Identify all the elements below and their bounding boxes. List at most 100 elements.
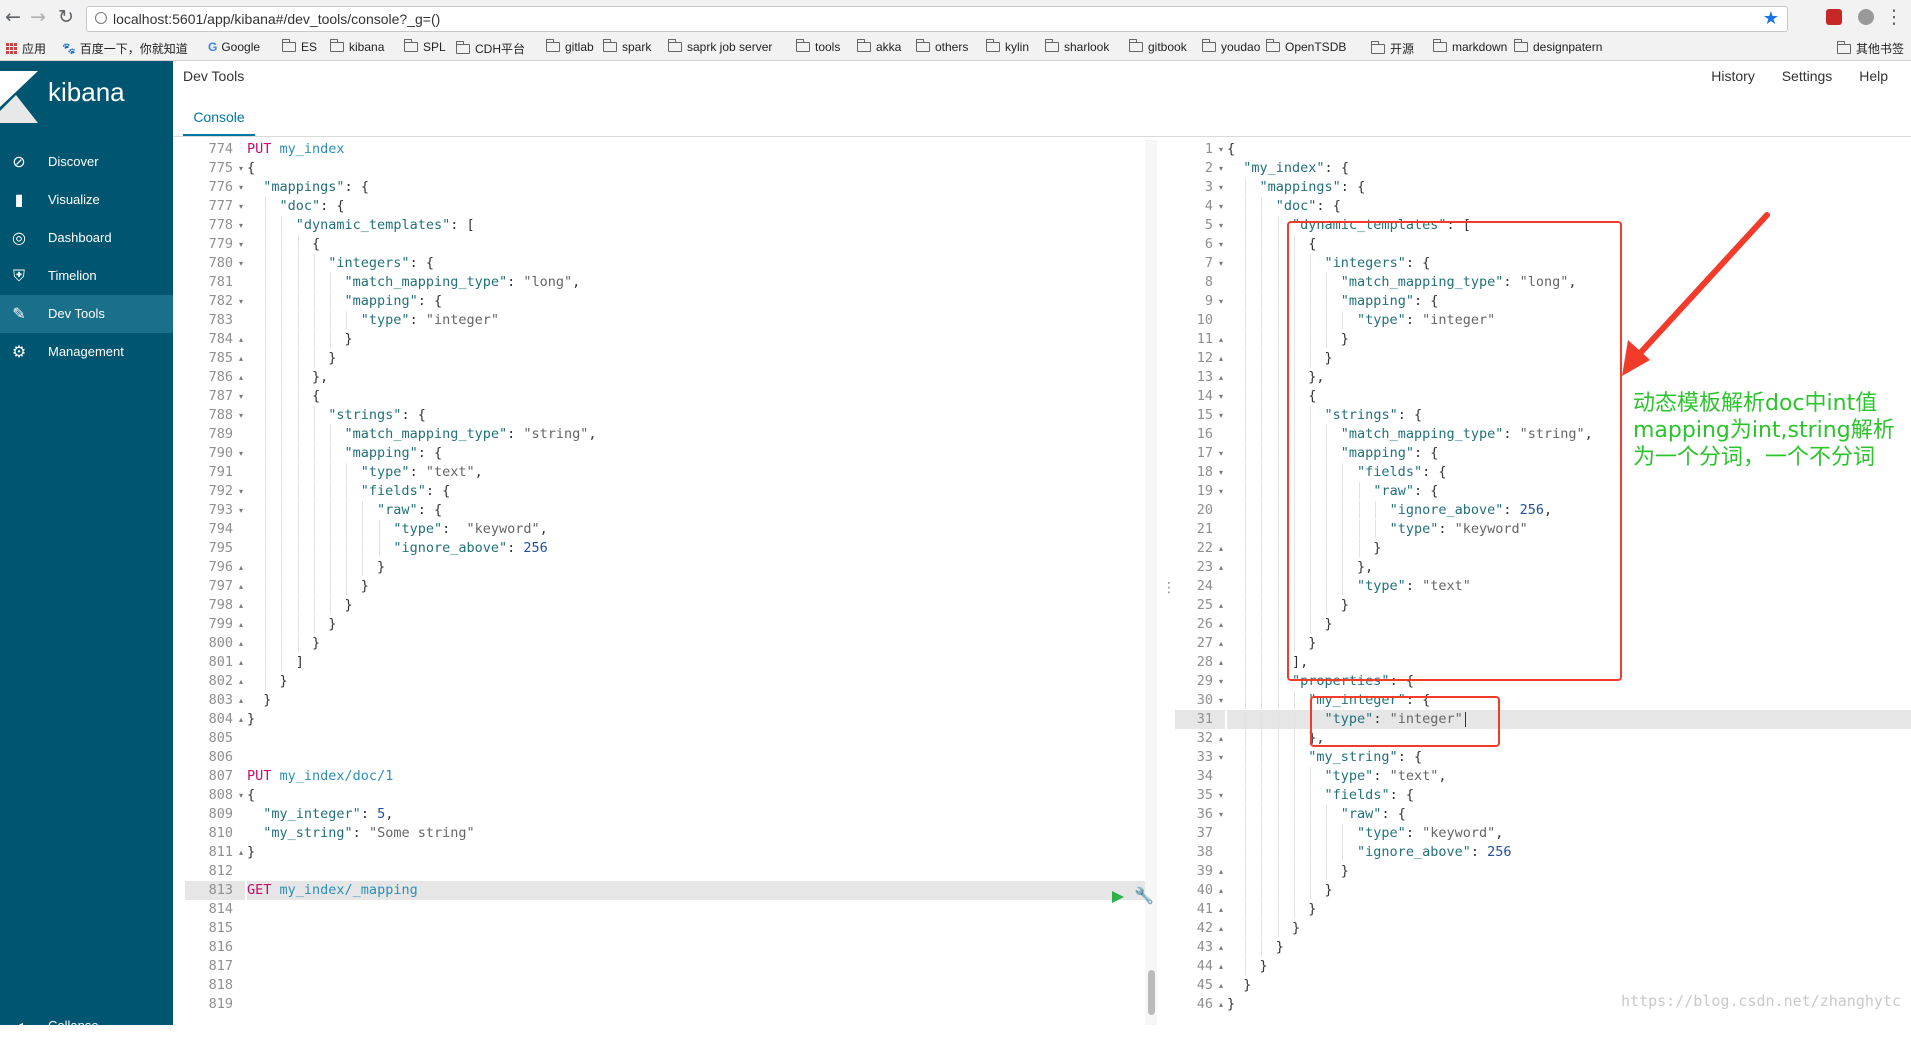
code-line[interactable]: "ignore_above": 256 [1227,843,1911,862]
send-request-icon[interactable] [1111,890,1125,904]
fold-toggle-icon[interactable]: ▴ [1218,658,1223,667]
code-line[interactable]: { [1227,387,1317,405]
fold-toggle-icon[interactable]: ▾ [1218,791,1223,800]
code-line[interactable]: } [247,615,337,633]
fold-toggle-icon[interactable]: ▴ [1218,943,1223,952]
code-line[interactable]: } [1227,919,1301,937]
code-line[interactable] [247,862,1145,881]
fold-toggle-icon[interactable]: ▾ [1218,183,1223,192]
code-line[interactable]: "my_string": "Some string" [263,825,475,841]
fold-toggle-icon[interactable]: ▴ [238,601,243,610]
code-line[interactable]: } [247,577,369,595]
code-line[interactable]: } [1227,996,1236,1012]
code-line[interactable]: PUT my_index [247,141,345,157]
fold-toggle-icon[interactable]: ▾ [1218,221,1223,230]
code-line[interactable]: } [247,558,386,576]
code-line[interactable]: "ignore_above": 256, [1227,501,1911,520]
other-bookmarks[interactable]: 其他书签 [1837,40,1904,57]
code-line[interactable]: "type": "text" [1227,577,1911,596]
fold-toggle-icon[interactable]: ▾ [1218,696,1223,705]
fold-toggle-icon[interactable]: ▴ [1218,354,1223,363]
code-line[interactable]: "my_string": { [1227,748,1911,767]
code-line[interactable]: PUT my_index/doc/1 [247,768,394,784]
code-line[interactable]: "type": "integer" [1227,710,1911,729]
bookmark-folder[interactable]: kibana [330,39,384,54]
fold-toggle-icon[interactable]: ▾ [238,221,243,230]
code-line[interactable]: "type": "text", [1227,767,1911,786]
editor-scrollbar[interactable] [1145,140,1157,1025]
code-line[interactable]: "ignore_above": 256 [247,539,1145,558]
bookmark-folder[interactable]: kylin [986,39,1029,54]
code-line[interactable] [247,957,1145,976]
bookmark-folder[interactable]: OpenTSDB [1266,39,1346,54]
code-line[interactable]: "type": "keyword", [1227,824,1911,843]
extension-icon[interactable] [1826,9,1842,25]
fold-toggle-icon[interactable]: ▾ [1218,753,1223,762]
address-bar[interactable]: localhost:5601/app/kibana#/dev_tools/con… [86,6,1788,32]
request-options-icon[interactable]: 🔧 [1134,886,1154,905]
code-line[interactable]: "doc": { [1227,197,1911,216]
bookmark-folder[interactable]: designpatern [1514,39,1602,54]
code-line[interactable]: } [1227,977,1252,993]
bookmark-folder[interactable]: gitbook [1129,39,1187,54]
fold-toggle-icon[interactable]: ▴ [1218,639,1223,648]
fold-toggle-icon[interactable]: ▴ [1218,620,1223,629]
fold-toggle-icon[interactable]: ▴ [1218,867,1223,876]
code-line[interactable]: } [247,692,272,708]
code-line[interactable]: "properties": { [1227,672,1911,691]
fold-toggle-icon[interactable]: ▾ [1218,145,1223,154]
code-line[interactable]: "doc": { [247,197,1145,216]
code-line[interactable]: "mapping": { [247,444,1145,463]
bookmark-folder[interactable]: 开源 [1371,40,1414,57]
fold-toggle-icon[interactable]: ▾ [1218,487,1223,496]
forward-icon[interactable]: → [30,6,46,28]
code-line[interactable] [247,729,1145,748]
code-line[interactable]: "type": "keyword" [1227,520,1911,539]
code-line[interactable] [247,938,1145,957]
code-line[interactable]: "fields": { [1227,786,1911,805]
fold-toggle-icon[interactable]: ▴ [1218,563,1223,572]
code-line[interactable]: } [1227,349,1333,367]
code-line[interactable]: "raw": { [1227,805,1911,824]
code-line[interactable]: "type": "keyword", [247,520,1145,539]
code-line[interactable]: { [1227,141,1236,157]
code-line[interactable] [247,976,1145,995]
code-line[interactable]: "match_mapping_type": "string", [247,425,1145,444]
fold-toggle-icon[interactable]: ▴ [238,658,243,667]
tab-console[interactable]: Console [183,104,255,136]
code-line[interactable] [247,900,1145,919]
code-line[interactable]: } [1227,957,1268,975]
code-line[interactable]: "type": "text", [247,463,1145,482]
help-link[interactable]: Help [1859,68,1888,84]
code-line[interactable]: "strings": { [247,406,1145,425]
bookmark-apps[interactable]: 应用 [6,40,46,57]
fold-toggle-icon[interactable]: ▴ [238,848,243,857]
sidebar-item-dev-tools[interactable]: ✎Dev Tools [0,295,173,333]
sidebar-item-visualize[interactable]: ▮Visualize [0,181,173,219]
code-line[interactable]: "mappings": { [1227,178,1911,197]
code-line[interactable]: "mappings": { [263,179,369,195]
fold-toggle-icon[interactable]: ▾ [1218,411,1223,420]
code-line[interactable]: } [247,634,321,652]
code-line[interactable]: "my_integer": 5, [263,806,394,822]
code-line[interactable]: "type": "integer" [1227,311,1911,330]
history-link[interactable]: History [1711,68,1755,84]
fold-toggle-icon[interactable]: ▾ [238,506,243,515]
code-line[interactable]: { [247,160,256,176]
code-line[interactable]: "mapping": { [1227,292,1911,311]
code-line[interactable]: } [247,349,337,367]
fold-toggle-icon[interactable]: ▴ [238,715,243,724]
bookmark-folder[interactable]: spark [603,39,651,54]
code-line[interactable]: "my_index": { [1243,160,1349,176]
code-line[interactable]: "match_mapping_type": "long", [247,273,1145,292]
url-text[interactable]: localhost:5601/app/kibana#/dev_tools/con… [113,11,441,27]
info-icon[interactable] [95,12,107,24]
sidebar-item-dashboard[interactable]: ◎Dashboard [0,219,173,257]
fold-toggle-icon[interactable]: ▾ [1218,677,1223,686]
code-line[interactable]: { [247,387,321,405]
code-line[interactable]: } [1227,330,1349,348]
code-line[interactable]: GET my_index/_mapping [247,881,1145,900]
bookmark-folder[interactable]: gitlab [546,39,594,54]
